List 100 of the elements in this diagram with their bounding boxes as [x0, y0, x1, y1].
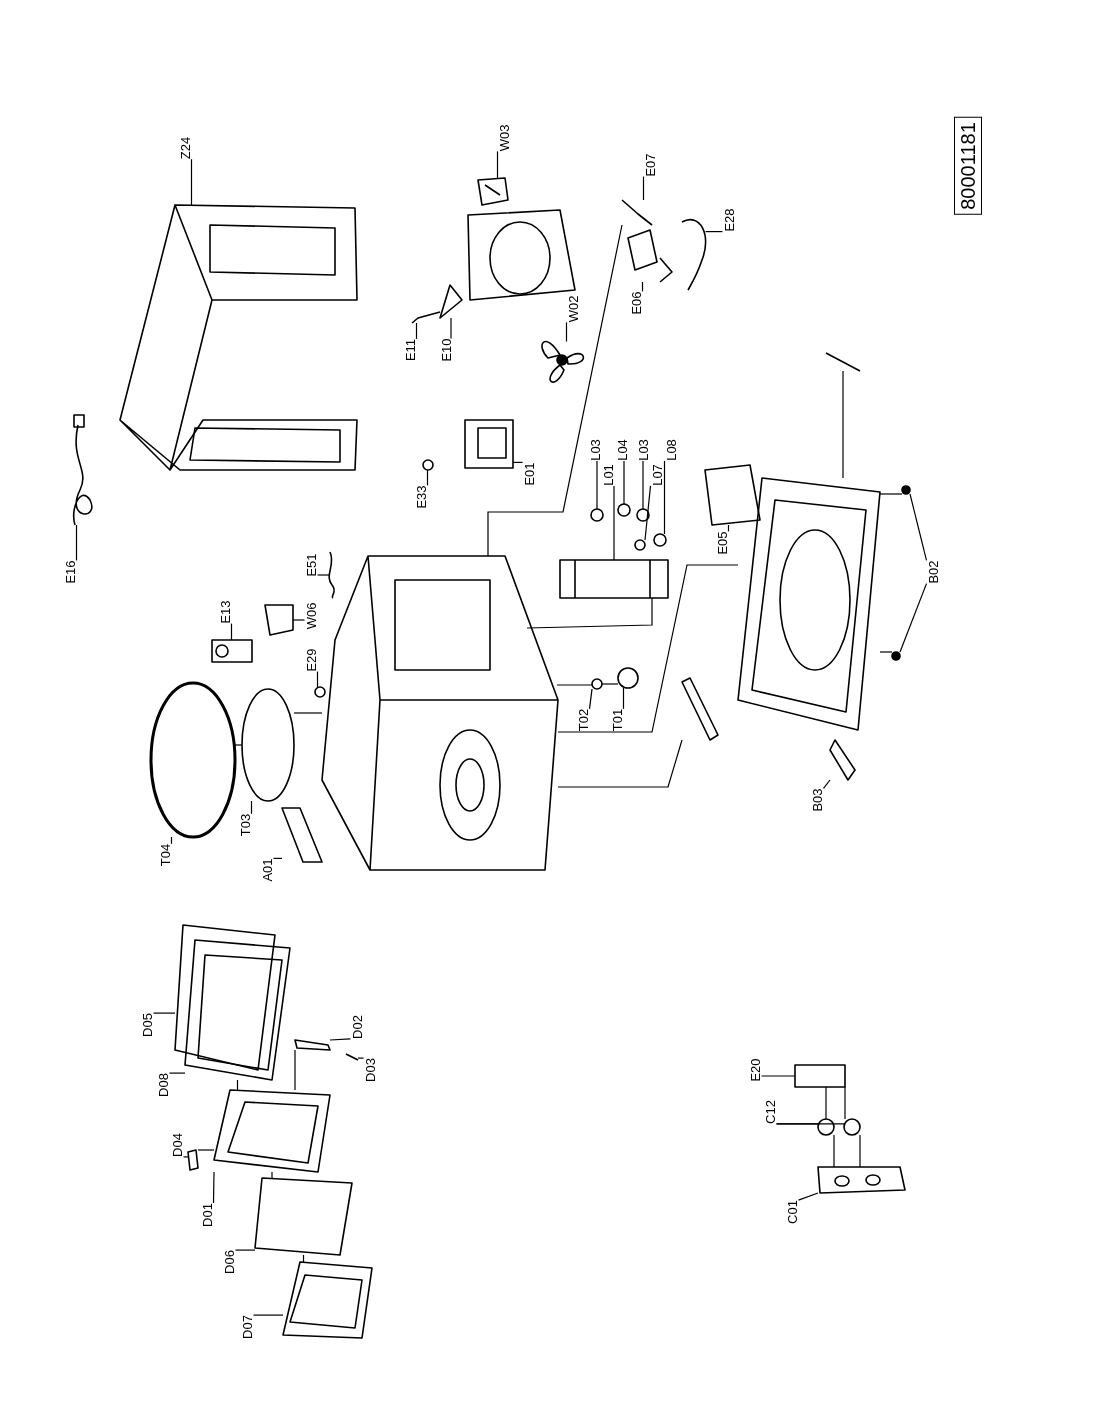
assembly-line: [879, 493, 903, 495]
leader-line: [565, 321, 568, 343]
leader-line: [292, 619, 306, 621]
callout-number: Z24: [178, 136, 192, 160]
assembly-line: [487, 224, 623, 557]
leader-line: [152, 1012, 176, 1014]
leader-line: [705, 231, 724, 233]
switch-board-drawing: [794, 1064, 846, 1088]
leader-line: [75, 524, 78, 561]
leader-line: [644, 485, 652, 541]
callout-number: L03: [636, 439, 650, 461]
blower-drawing: [477, 177, 509, 206]
assembly-line: [526, 597, 653, 629]
leader-line: [250, 800, 253, 815]
assembly-line: [833, 1134, 835, 1168]
leader-line: [230, 623, 233, 641]
assembly-line: [842, 370, 844, 479]
callout-number: E07: [643, 153, 657, 177]
leader-line: [613, 485, 615, 561]
callout-number: W02: [566, 295, 580, 323]
callout-number: T03: [238, 813, 252, 837]
leader-line: [252, 1314, 284, 1316]
fan-blade-drawing: [541, 340, 585, 383]
switch-icon: [653, 533, 667, 547]
callout-number: B02: [926, 560, 940, 584]
assembly-line: [197, 1149, 215, 1151]
leader-line: [727, 524, 730, 532]
leader-line: [316, 671, 319, 688]
callout-number: E28: [722, 208, 736, 232]
assembly-line: [859, 1134, 861, 1168]
leader-line: [190, 158, 193, 206]
leader-line: [642, 460, 644, 510]
callout-number: L03: [588, 439, 602, 461]
assembly-line: [234, 744, 243, 746]
turntable-drawing: [149, 681, 237, 839]
roller-ring-drawing: [241, 688, 295, 802]
drawing-number: 80001181: [954, 117, 982, 215]
outer-case-drawing: [119, 204, 358, 471]
callout-number: D06: [222, 1250, 236, 1274]
assembly-line: [293, 712, 323, 714]
callout-number: C12: [763, 1100, 777, 1124]
knob-drawing: [817, 1118, 835, 1136]
cover-sheet-drawing: [264, 604, 294, 636]
hinge-drawing: [187, 1149, 199, 1171]
leader-line: [622, 687, 625, 710]
leader-line: [909, 493, 928, 561]
callout-number: L04: [615, 439, 629, 461]
callout-number: T04: [158, 843, 172, 867]
callout-number: E01: [522, 462, 536, 486]
control-panel-drawing: [817, 1166, 906, 1194]
leader-line: [760, 1075, 796, 1077]
callout-number: E11: [403, 338, 417, 362]
callout-number: E13: [218, 600, 232, 624]
callout-number: C01: [785, 1200, 799, 1224]
door-glass-drawing: [254, 1177, 353, 1256]
assembly-line: [844, 1086, 846, 1120]
switch-icon: [636, 508, 650, 522]
callout-number: D04: [170, 1133, 184, 1157]
assembly-line: [302, 1254, 305, 1263]
wire-drawing: [621, 199, 653, 226]
door-hook-drawing: [294, 1039, 331, 1051]
leader-line: [512, 461, 524, 463]
callout-number: D03: [363, 1058, 377, 1082]
leader-line: [899, 583, 928, 653]
wire-drawing: [681, 218, 707, 291]
callout-number: D02: [350, 1015, 364, 1039]
transformer-drawing: [464, 419, 514, 469]
callout-number: D01: [200, 1203, 214, 1227]
leader-line: [496, 150, 499, 179]
screw-icon: [891, 651, 901, 661]
leader-line: [596, 460, 598, 510]
cover-plate-drawing: [281, 807, 323, 863]
leader-line: [170, 836, 173, 845]
assembly-line: [601, 683, 619, 685]
callout-number: D08: [156, 1073, 170, 1097]
callout-number: L08: [664, 439, 678, 461]
leader-line: [775, 1123, 845, 1125]
callout-number: A01: [260, 858, 274, 882]
switch-icon: [590, 508, 604, 522]
door-drawing: [213, 1089, 331, 1173]
leader-line: [663, 460, 666, 535]
choke-frame-drawing: [282, 1261, 373, 1339]
leader-line: [182, 1156, 189, 1158]
leader-line: [641, 281, 644, 292]
callout-number: W03: [497, 124, 511, 152]
assembly-line: [825, 1086, 827, 1120]
assembly-line: [556, 684, 593, 686]
callout-number: E20: [748, 1058, 762, 1082]
wire-drawing: [328, 551, 336, 599]
callout-number: L07: [650, 464, 664, 486]
assembly-line: [271, 1171, 273, 1179]
foot-drawing: [829, 739, 856, 781]
callout-number: D05: [140, 1013, 154, 1037]
callout-number: E51: [304, 553, 318, 577]
lamp-holder-drawing: [211, 639, 253, 663]
leader-line: [329, 1038, 352, 1041]
power-cord-drawing: [72, 414, 93, 526]
leader-line: [588, 688, 593, 710]
callout-number: E06: [629, 291, 643, 315]
callout-number: E16: [63, 560, 77, 584]
